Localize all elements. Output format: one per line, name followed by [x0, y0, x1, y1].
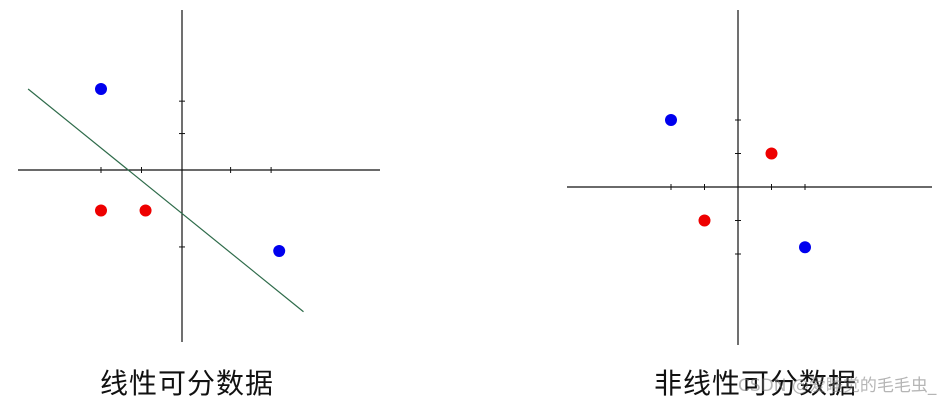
red-point [139, 204, 152, 217]
red-point [765, 147, 778, 160]
blue-point [799, 241, 811, 254]
nonlinear-separable-plot [567, 10, 932, 345]
linear-separable-plot [18, 10, 380, 342]
red-point [698, 214, 711, 227]
linear-separable-caption: 线性可分数据 [100, 367, 275, 400]
nonlinear-separable-caption: 非线性可分数据 [654, 367, 858, 400]
blue-point [273, 245, 286, 257]
red-point [95, 204, 107, 217]
watermark: CSDN @爱睡觉的毛毛虫_ [738, 376, 937, 396]
blue-point [95, 83, 107, 95]
blue-point [665, 114, 677, 126]
separating-line [27, 88, 304, 313]
